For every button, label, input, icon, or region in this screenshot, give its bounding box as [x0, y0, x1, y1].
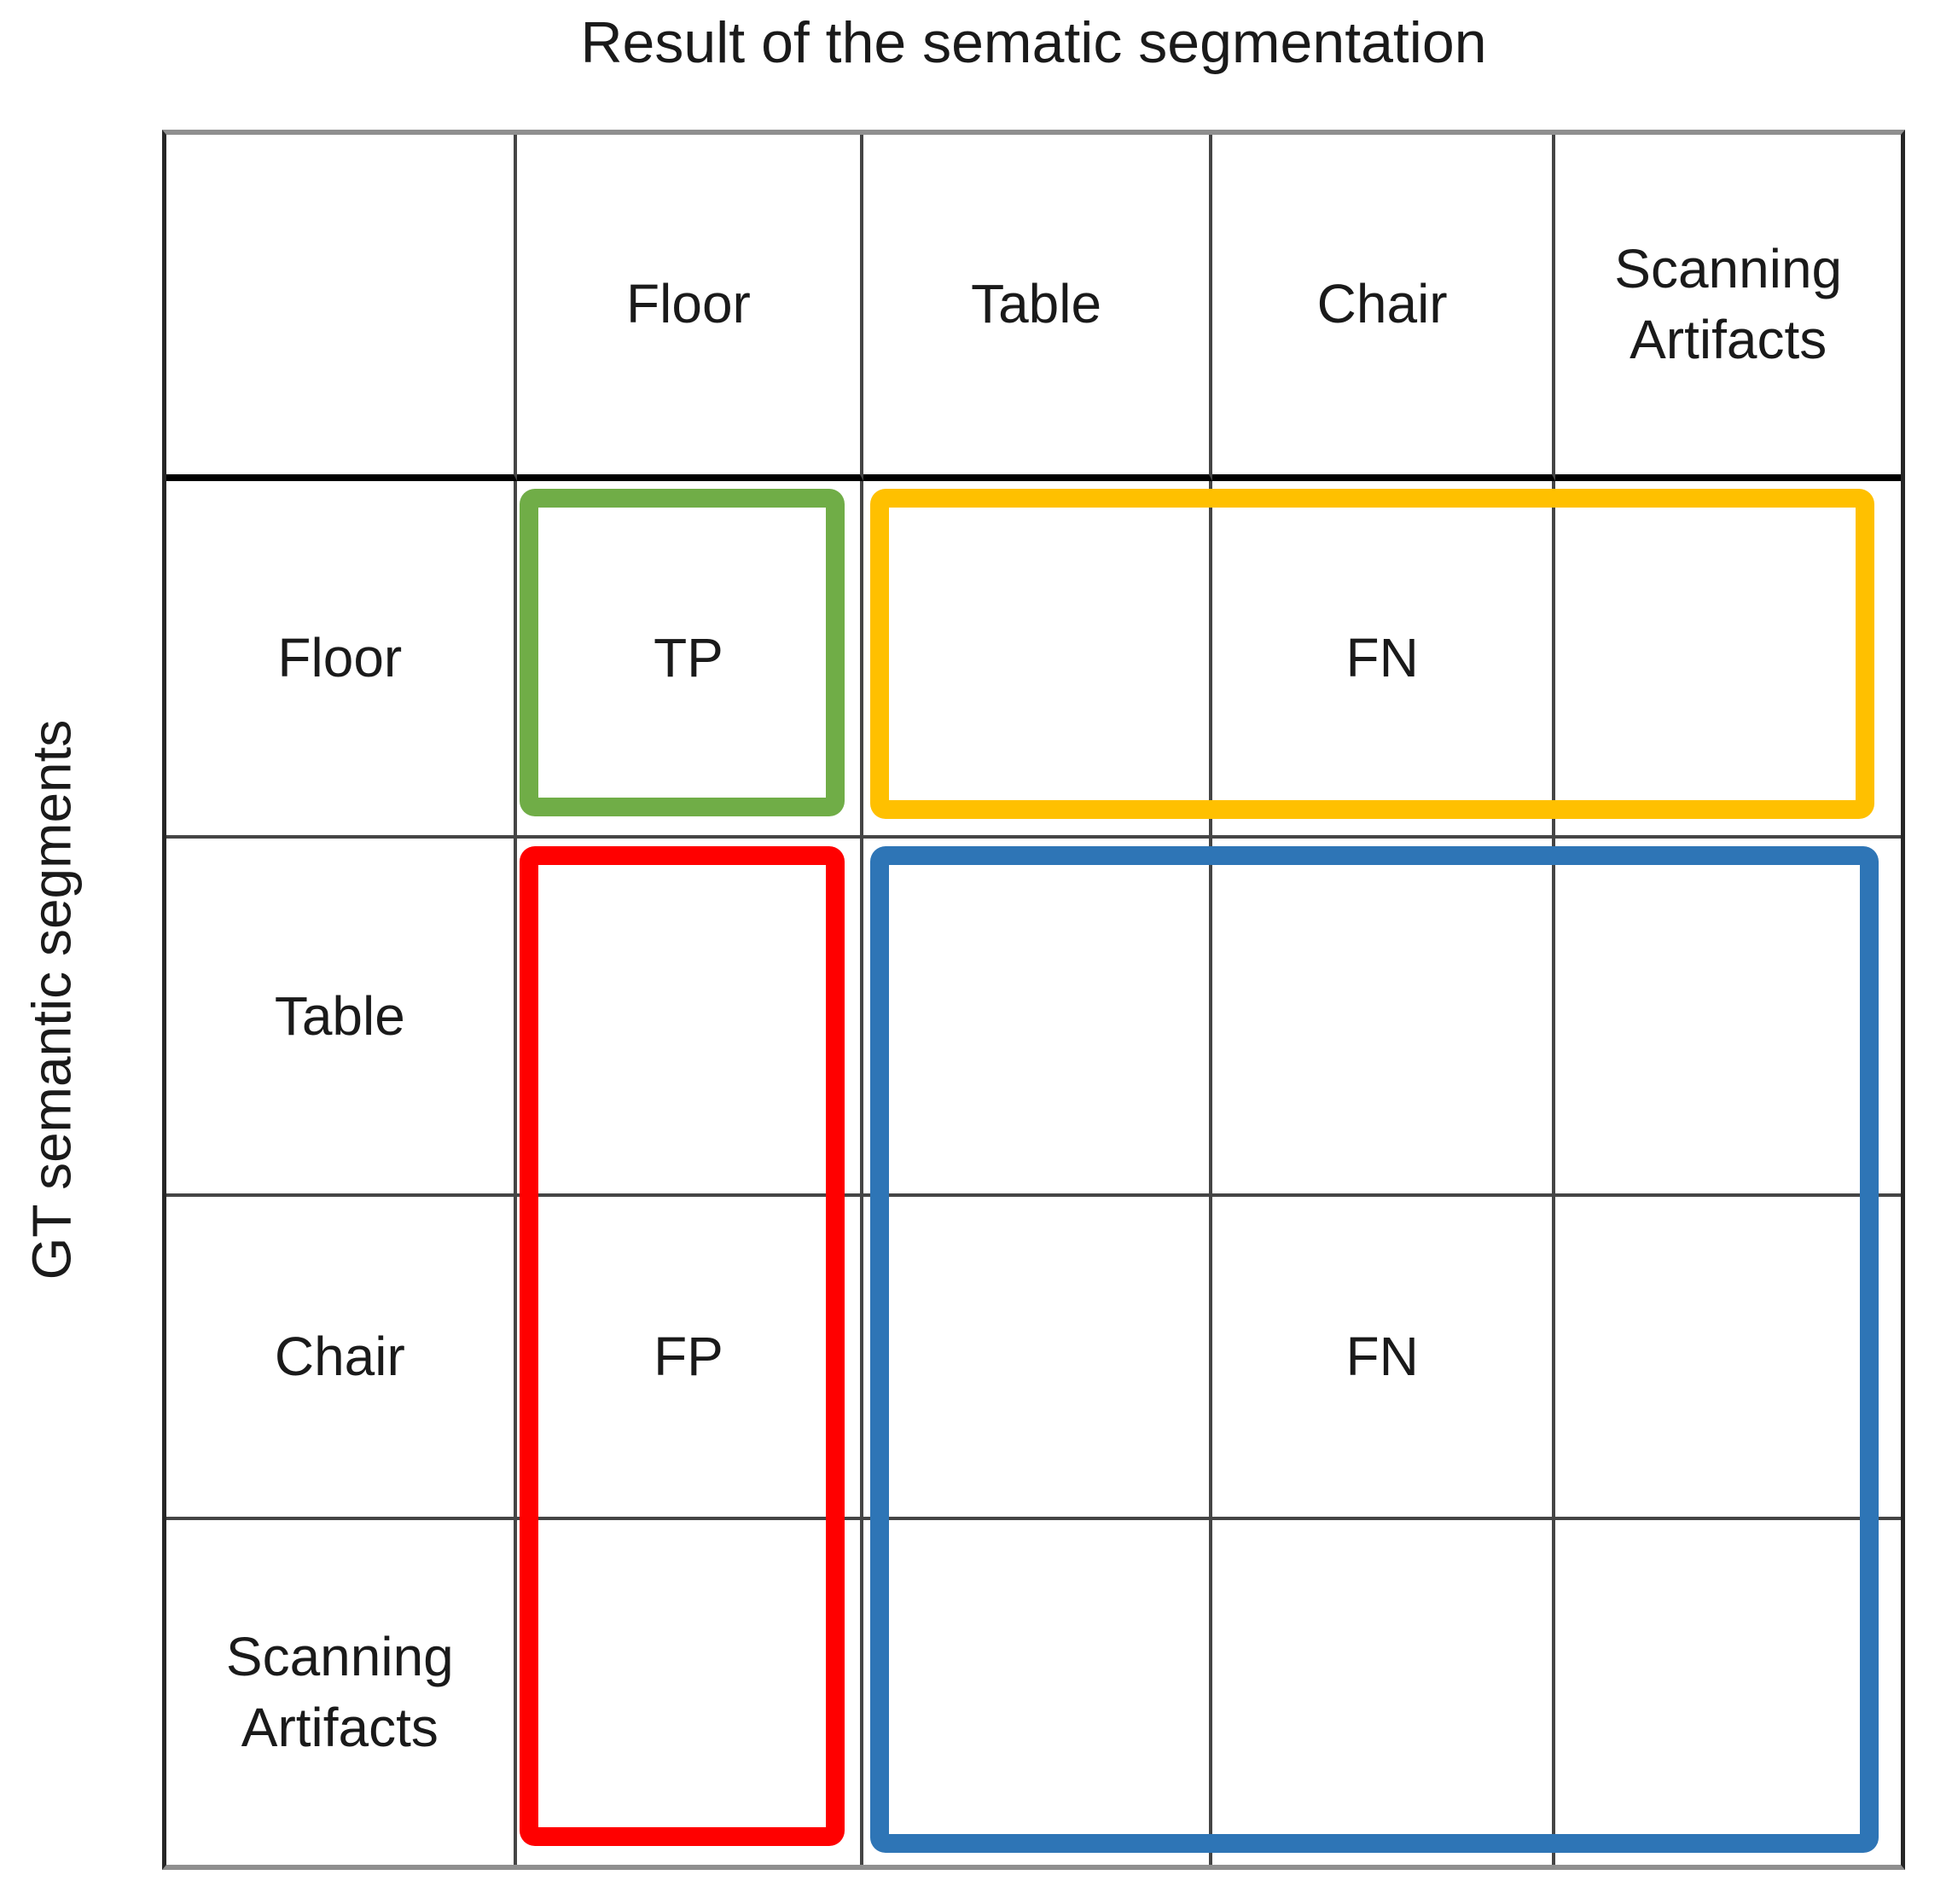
cell-chair-scanning-artifacts — [1555, 1197, 1901, 1521]
confusion-matrix-table: Floor Table Chair Scanning Artifacts Flo… — [162, 130, 1905, 1870]
col-header-chair: Chair — [1211, 135, 1556, 481]
cell-chair-table — [863, 1197, 1212, 1521]
y-axis-label-strip: GT semantic segments — [0, 130, 102, 1870]
col-header-scanning-artifacts: Scanning Artifacts — [1555, 135, 1901, 481]
col-header-floor: Floor — [516, 135, 864, 481]
corner-cell — [166, 135, 517, 481]
cell-floor-scanning-artifacts — [1555, 481, 1901, 839]
cell-table-table — [863, 839, 1212, 1198]
cell-scanning-artifacts-floor — [517, 1520, 864, 1865]
row-header-scanning-artifacts: Scanning Artifacts — [166, 1520, 517, 1865]
cell-scanning-artifacts-scanning-artifacts — [1555, 1520, 1901, 1865]
row-header-floor: Floor — [166, 480, 517, 839]
cell-chair-floor-fp: FP — [516, 1197, 864, 1521]
row-header-table: Table — [166, 839, 517, 1198]
y-axis-label: GT semantic segments — [20, 719, 82, 1280]
row-header-chair: Chair — [166, 1197, 517, 1521]
col-header-table: Table — [863, 135, 1212, 481]
cell-scanning-artifacts-table — [863, 1520, 1212, 1865]
cell-floor-chair-fn: FN — [1211, 480, 1556, 839]
cell-table-chair — [1211, 839, 1556, 1198]
cell-table-scanning-artifacts — [1555, 839, 1901, 1198]
cell-chair-chair-fn: FN — [1211, 1197, 1556, 1521]
cell-scanning-artifacts-chair — [1212, 1520, 1556, 1865]
cell-floor-floor-tp: TP — [516, 480, 864, 839]
cell-floor-table — [863, 480, 1212, 839]
cell-table-floor — [516, 839, 864, 1198]
figure-title: Result of the sematic segmentation — [580, 10, 1487, 75]
